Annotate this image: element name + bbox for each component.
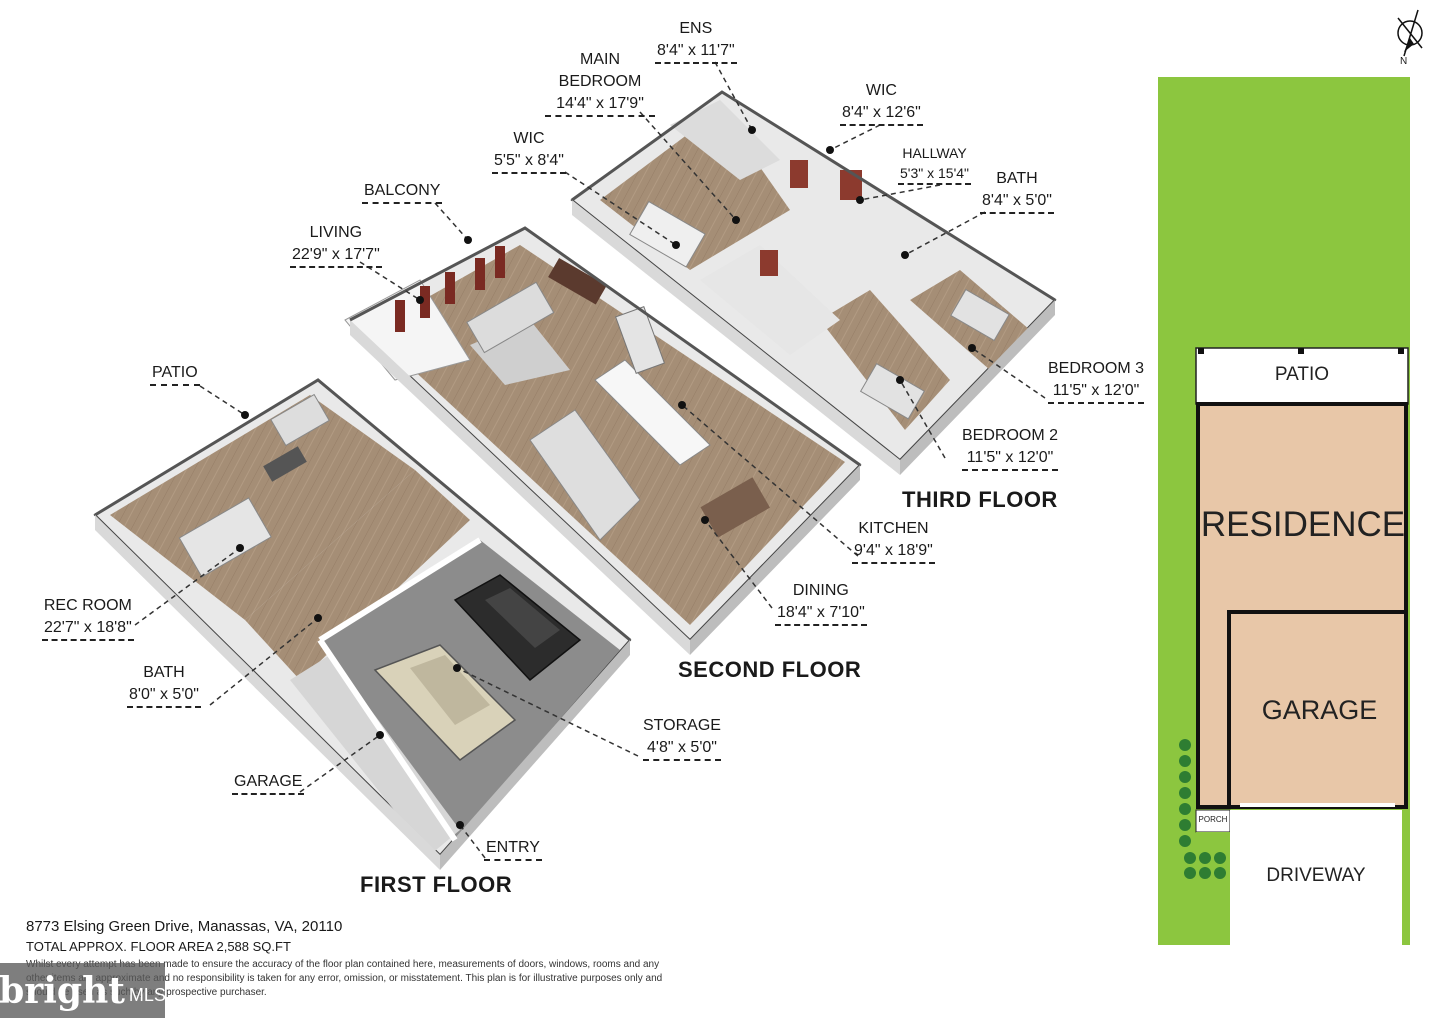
room-label-balcony: BALCONY (362, 180, 443, 204)
leader-lines (134, 61, 1046, 859)
second-floor-title: SECOND FLOOR (678, 657, 862, 682)
second-floor-model (344, 226, 862, 655)
room-dimension: 11'5" x 12'0" (1048, 380, 1145, 404)
room-name: ENTRY (484, 837, 542, 861)
site-garage-label: GARAGE (1261, 695, 1378, 725)
compass-icon (1397, 9, 1423, 57)
first-floor-title: FIRST FLOOR (360, 872, 513, 897)
room-label-bedroom-3: BEDROOM 3 11'5" x 12'0" (1048, 358, 1145, 404)
room-label-storage: STORAGE 4'8" x 5'0" (643, 715, 721, 761)
room-name: ENS (679, 20, 713, 37)
room-label-bath-third: BATH 8'4" x 5'0" (980, 168, 1054, 214)
room-label-garage: GARAGE (232, 771, 305, 795)
room-dimension: 14'4" x 17'9" (545, 93, 655, 117)
room-name: WIC (865, 82, 897, 99)
room-name: DINING (792, 582, 849, 599)
room-name: MAIN BEDROOM (558, 51, 642, 90)
room-dimension: 4'8" x 5'0" (643, 737, 721, 761)
third-floor-model (570, 90, 1057, 475)
bright-mls-watermark: bright MLS (0, 963, 166, 1018)
room-label-dining: DINING 18'4" x 7'10" (775, 580, 867, 626)
room-name: BATH (143, 664, 185, 681)
total-floor-area: TOTAL APPROX. FLOOR AREA 2,588 SQ.FT (26, 939, 291, 954)
room-name: GARAGE (232, 771, 305, 795)
room-name: LIVING (309, 224, 363, 241)
site-driveway-label: DRIVEWAY (1266, 865, 1366, 886)
room-label-ens: ENS 8'4" x 11'7" (655, 18, 737, 64)
room-markers (236, 126, 976, 829)
third-floor-title: THIRD FLOOR (902, 487, 1058, 512)
site-patio-label: PATIO (1274, 364, 1330, 385)
room-label-bedroom-2: BEDROOM 2 11'5" x 12'0" (962, 425, 1059, 471)
room-dimension: 8'4" x 11'7" (655, 40, 737, 64)
room-dimension: 8'4" x 5'0" (980, 190, 1054, 214)
room-name: PATIO (150, 362, 200, 386)
car-black (453, 574, 582, 682)
room-label-rec-room: REC ROOM 22'7" x 18'8" (42, 595, 134, 641)
room-label-wic: WIC 5'5" x 8'4" (492, 128, 566, 174)
room-dimension: 11'5" x 12'0" (962, 447, 1059, 471)
room-dimension: 9'4" x 18'9" (852, 540, 935, 564)
room-label-main-bedroom: MAIN BEDROOM 14'4" x 17'9" (545, 49, 655, 117)
room-dimension: 22'7" x 18'8" (42, 617, 134, 641)
first-floor-model (93, 378, 632, 870)
room-dimension: 22'9" x 17'7" (290, 244, 382, 268)
site-plan (1158, 77, 1410, 945)
room-dimension: 8'0" x 5'0" (127, 684, 201, 708)
property-address: 8773 Elsing Green Drive, Manassas, VA, 2… (26, 918, 343, 935)
room-label-bath-first: BATH 8'0" x 5'0" (127, 662, 201, 708)
room-name: STORAGE (643, 717, 721, 734)
room-name: BEDROOM 3 (1048, 360, 1145, 377)
room-label-wic-2: WIC 8'4" x 12'6" (840, 80, 923, 126)
site-residence-label: RESIDENCE (1200, 505, 1406, 544)
room-name: KITCHEN (858, 520, 929, 537)
room-label-patio: PATIO (150, 362, 200, 386)
room-label-entry: ENTRY (484, 837, 542, 861)
room-dimension: 5'3" x 15'4" (898, 163, 971, 185)
room-name: BATH (996, 170, 1038, 187)
room-name: HALLWAY (902, 145, 967, 161)
watermark-suffix: MLS (128, 985, 166, 1005)
room-label-kitchen: KITCHEN 9'4" x 18'9" (852, 518, 935, 564)
room-name: REC ROOM (43, 597, 132, 614)
site-porch-label: PORCH (1198, 815, 1228, 824)
room-dimension: 5'5" x 8'4" (492, 150, 566, 174)
room-name: WIC (513, 130, 545, 147)
room-dimension: 18'4" x 7'10" (775, 602, 867, 626)
car-white (373, 644, 517, 761)
room-label-living: LIVING 22'9" x 17'7" (290, 222, 382, 268)
compass-north-label: N (1400, 56, 1408, 67)
room-dimension: 8'4" x 12'6" (840, 102, 923, 126)
watermark-brand: bright (0, 969, 125, 1012)
room-name: BEDROOM 2 (962, 427, 1059, 444)
room-label-hallway: HALLWAY 5'3" x 15'4" (898, 143, 971, 185)
room-name: BALCONY (362, 180, 443, 204)
